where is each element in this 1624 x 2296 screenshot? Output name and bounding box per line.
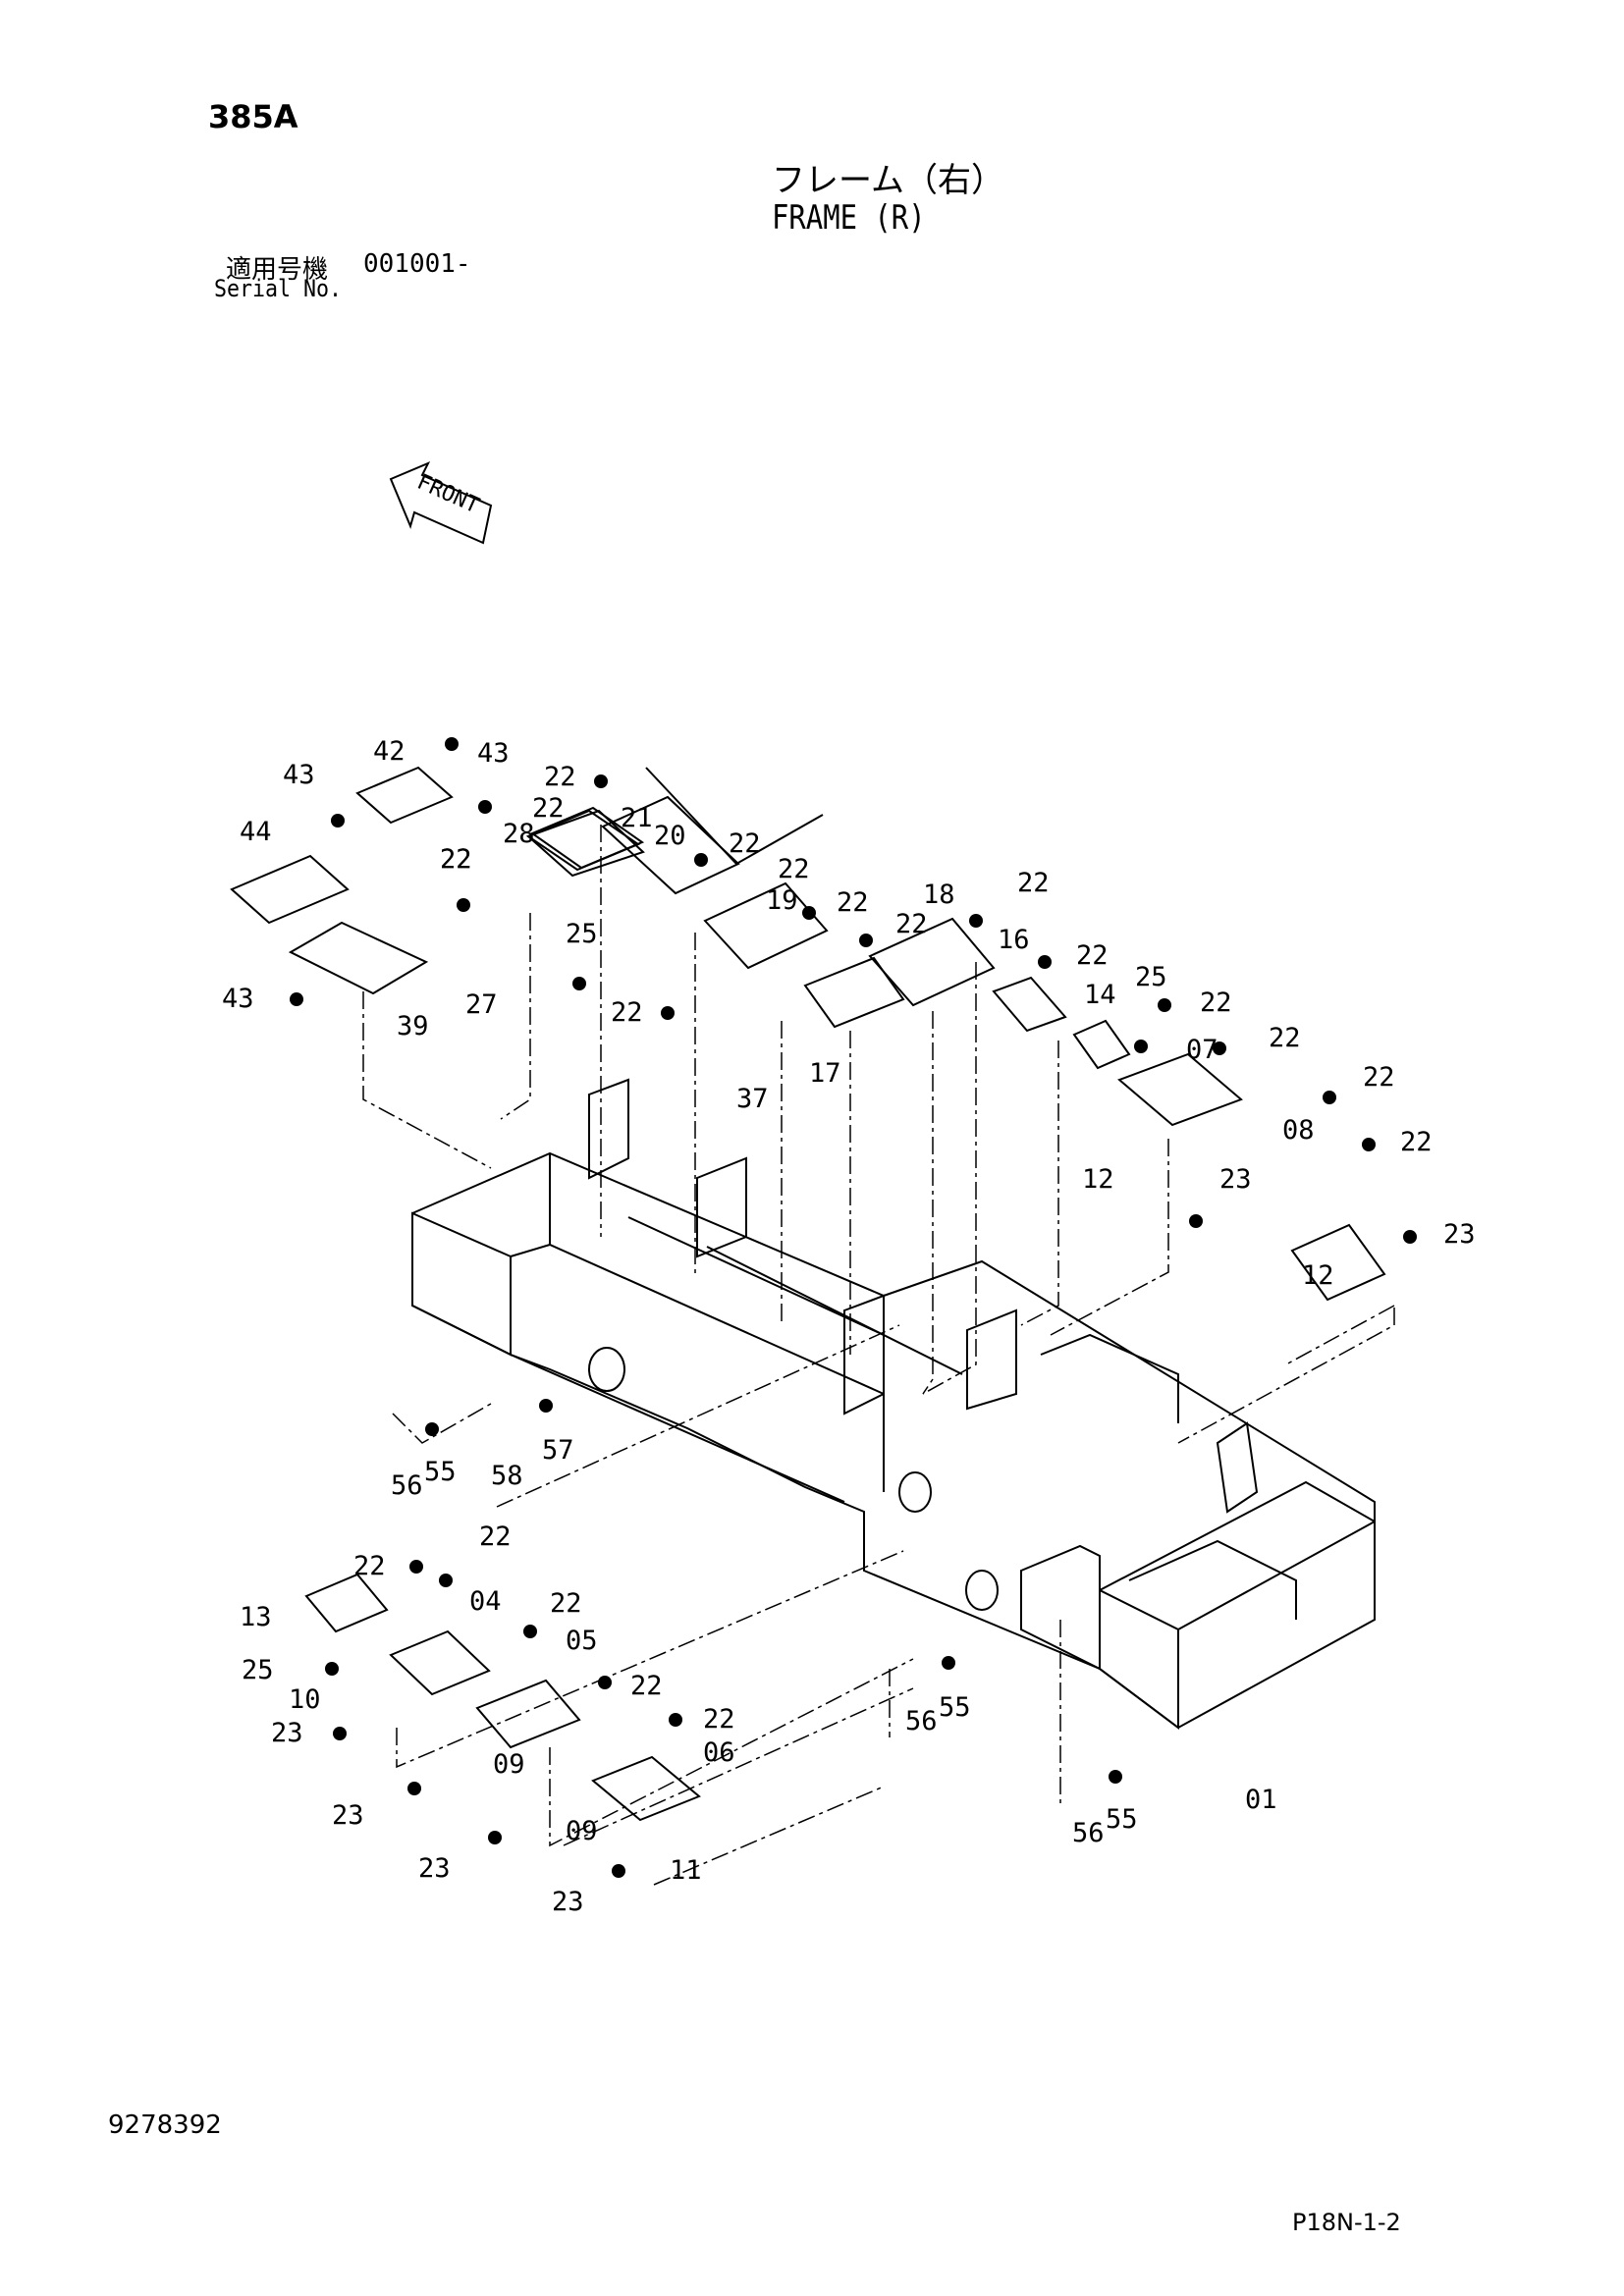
callout-label: 43	[477, 738, 510, 769]
callout-label: 22	[440, 844, 472, 875]
callout-label: 22	[550, 1588, 582, 1619]
callout-label: 14	[1084, 980, 1116, 1010]
callout-label: 22	[778, 854, 810, 884]
callout-label: 10	[289, 1684, 321, 1715]
callout-label: 22	[1200, 988, 1232, 1018]
part-callouts: 43 42 43 22 22 21 20 22 28 22 22 19 22 2…	[222, 736, 1476, 1917]
callout-label: 13	[240, 1602, 272, 1632]
callout-label: 21	[621, 803, 653, 833]
callout-label: 17	[809, 1058, 841, 1089]
callout-label: 09	[566, 1816, 598, 1846]
bolt-icons	[290, 737, 1417, 1878]
front-arrow-label: FRONT	[413, 470, 483, 519]
step-plates	[230, 766, 1386, 1822]
callout-label: 04	[469, 1586, 502, 1617]
callout-label: 23	[332, 1800, 364, 1831]
page-reference: P18N-1-2	[1292, 2209, 1401, 2236]
callout-label: 58	[491, 1461, 523, 1491]
callout-label: 22	[837, 887, 869, 918]
callout-label: 22	[1269, 1023, 1301, 1053]
callout-label: 22	[532, 793, 565, 824]
callout-label: 06	[703, 1737, 735, 1768]
callout-label: 43	[283, 760, 315, 790]
callout-label: 22	[1400, 1127, 1433, 1157]
callout-label: 22	[895, 909, 928, 939]
page-code: 385A	[208, 98, 298, 135]
callout-label: 22	[611, 997, 643, 1028]
callout-label: 01	[1245, 1785, 1277, 1815]
callout-label: 25	[566, 919, 598, 949]
callout-label: 09	[493, 1749, 525, 1780]
front-arrow-icon: FRONT	[389, 461, 493, 545]
callout-label: 22	[544, 762, 576, 792]
callout-label: 56	[905, 1706, 938, 1736]
callout-label: 08	[1282, 1115, 1315, 1146]
callout-label: 20	[654, 821, 686, 851]
callout-label: 07	[1186, 1035, 1218, 1065]
title-english: FRAME (R)	[772, 198, 926, 238]
callout-label: 56	[1072, 1818, 1105, 1848]
serial-label-japanese: 適用号機	[226, 255, 329, 285]
callout-label: 22	[703, 1704, 735, 1735]
callout-label: 18	[923, 880, 955, 910]
callout-label: 22	[1363, 1062, 1395, 1093]
callout-label: 28	[503, 819, 535, 849]
callout-label: 22	[1076, 940, 1109, 971]
callout-label: 16	[998, 925, 1030, 955]
callout-label: 11	[670, 1855, 702, 1886]
callout-label: 25	[242, 1655, 274, 1685]
serial-number: 001001-	[363, 249, 471, 279]
callout-label: 55	[939, 1692, 971, 1723]
title-japanese: フレーム（右）	[772, 161, 1004, 200]
callout-label: 56	[391, 1470, 423, 1501]
callout-label: 23	[1219, 1164, 1252, 1195]
leader-lines	[362, 825, 1395, 1886]
callout-label: 23	[418, 1853, 451, 1884]
callout-label: 12	[1302, 1260, 1334, 1291]
callout-label: 37	[736, 1084, 769, 1114]
callout-label: 39	[397, 1011, 429, 1041]
callout-label: 55	[1106, 1804, 1138, 1835]
callout-label: 22	[1017, 868, 1050, 898]
callout-label: 23	[1443, 1219, 1476, 1250]
callout-label: 22	[353, 1551, 386, 1581]
callout-label: 12	[1082, 1164, 1114, 1195]
callout-label: 22	[630, 1671, 663, 1701]
callout-label: 43	[222, 984, 254, 1014]
callout-label: 25	[1135, 962, 1167, 992]
callout-label: 22	[440, 844, 472, 875]
callout-label: 27	[465, 989, 498, 1020]
callout-label: 22	[729, 828, 761, 859]
callout-label: 23	[552, 1887, 584, 1917]
callout-label: 57	[542, 1435, 574, 1466]
callout-label: 22	[479, 1522, 512, 1552]
callout-label: 05	[566, 1626, 598, 1656]
callout-label: 19	[766, 885, 798, 916]
callout-label: 44	[240, 817, 272, 847]
callout-label: 42	[373, 736, 406, 767]
document-number: 9278392	[108, 2110, 222, 2140]
serial-label-english: Serial No.	[214, 275, 343, 302]
callout-label: 23	[271, 1718, 303, 1748]
callout-label: 55	[424, 1457, 457, 1487]
